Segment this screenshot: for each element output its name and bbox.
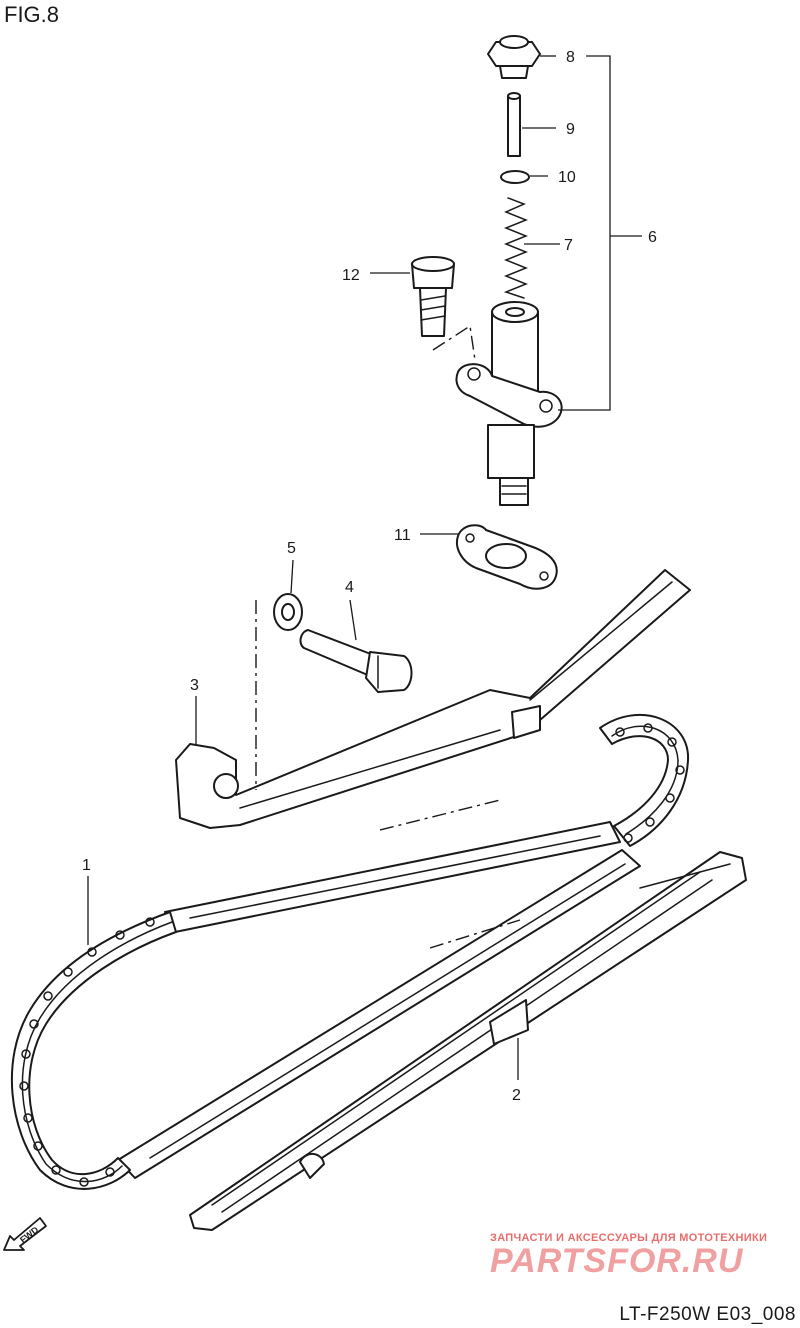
- guide-bolt[interactable]: [299, 629, 413, 693]
- callout-11: 11: [394, 527, 411, 544]
- callout-6: 6: [648, 229, 657, 246]
- watermark-logo: PARTSFOR.RU: [490, 1242, 744, 1280]
- tensioner-assembly[interactable]: [455, 301, 563, 506]
- fwd-arrow-icon: FWD: [2, 1214, 48, 1254]
- watermark-tagline: ЗАПЧАСТИ И АКСЕССУАРЫ ДЛЯ МОТОТЕХНИКИ: [490, 1232, 768, 1244]
- callout-1: 1: [82, 857, 91, 874]
- diagram-code: LT-F250W E03_008: [619, 1304, 796, 1325]
- cap-bolt[interactable]: [487, 35, 541, 79]
- callout-4: 4: [345, 579, 354, 596]
- cam-chain[interactable]: [10, 713, 690, 1190]
- spring[interactable]: [503, 197, 529, 299]
- callout-9: 9: [566, 121, 575, 138]
- gasket[interactable]: [456, 524, 558, 590]
- figure-label: FIG.8: [4, 2, 60, 27]
- leader-lines: [87, 55, 642, 1080]
- callout-3: 3: [190, 677, 199, 694]
- alignment-lines: [255, 324, 521, 949]
- callout-labels: 1 2 3 4 5 6 7 8 9 10 11 12: [82, 49, 657, 1104]
- callout-2: 2: [512, 1087, 521, 1104]
- callout-12: 12: [342, 267, 360, 284]
- callout-8: 8: [566, 49, 575, 66]
- chain-guide[interactable]: [189, 851, 747, 1231]
- callout-10: 10: [558, 169, 576, 186]
- callout-5: 5: [287, 540, 296, 557]
- tensioner-guide[interactable]: [175, 569, 691, 829]
- callout-7: 7: [564, 237, 573, 254]
- tensioner-bolt[interactable]: [411, 256, 455, 337]
- pushrod[interactable]: [507, 92, 521, 157]
- snap-ring[interactable]: [500, 170, 530, 184]
- washer[interactable]: [273, 593, 303, 631]
